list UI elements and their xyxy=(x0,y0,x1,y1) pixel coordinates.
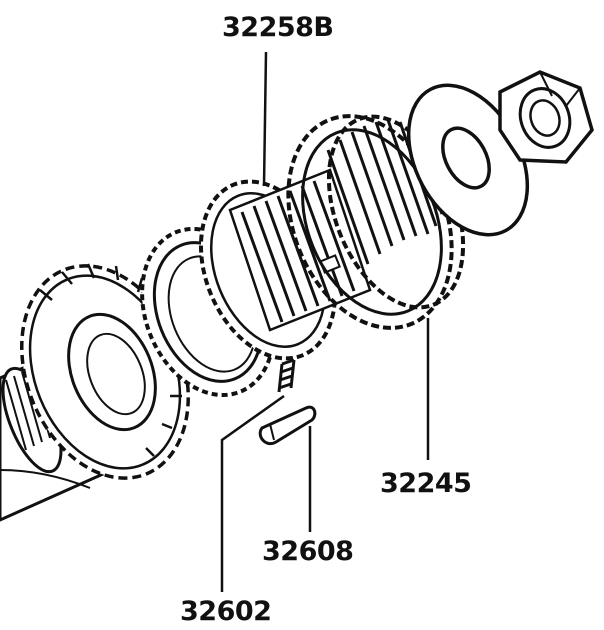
shifting-key xyxy=(258,405,317,445)
leader-32258B xyxy=(262,51,268,187)
callout-32258B: 32258B xyxy=(222,12,334,43)
callout-32608: 32608 xyxy=(262,536,353,567)
leader-lines xyxy=(220,51,430,592)
key-spring xyxy=(277,358,296,393)
hub-splines xyxy=(240,180,356,323)
thrust-washer xyxy=(406,83,530,237)
hex-nut xyxy=(498,70,594,164)
callout-32245: 32245 xyxy=(380,468,471,499)
callout-32602: 32602 xyxy=(180,596,271,627)
callout-labels: 32258B 32245 32608 32602 xyxy=(180,12,472,627)
leader-32602 xyxy=(220,394,285,592)
